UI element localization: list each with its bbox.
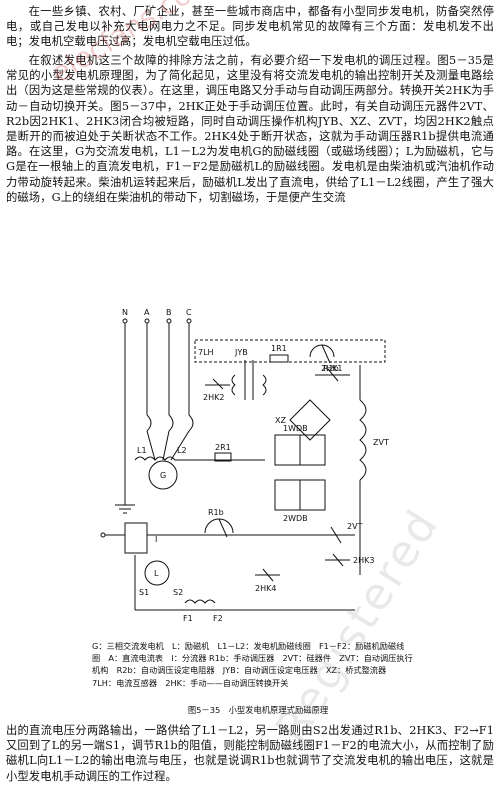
- figure-caption: 图5－35 小型发电机原理式励磁原理: [187, 705, 329, 715]
- paragraph-manual-regulation: 出的直流电压分两路输出，一路供给了L1－L2，另一路则由S2出发通过R1b、2H…: [6, 724, 494, 783]
- legend-row: 7LH：电流互感器 2HK：手动——自动调压转换开关: [92, 677, 289, 688]
- label-l1: L1: [137, 446, 147, 455]
- label-2vt: 2VT: [347, 522, 363, 531]
- label-jyb: JYB: [234, 348, 248, 357]
- label-1r1: 1R1: [271, 344, 287, 353]
- label-phase-b: B: [166, 308, 172, 317]
- label-2hk1: 2HK1: [321, 364, 342, 373]
- legend-row: 圈 A：直流电流表 I：分流器 R1b：手动调压器 2VT：硅器件 ZVT：自动…: [92, 653, 413, 664]
- label-2wdb: 2WDB: [283, 514, 308, 523]
- label-phase-n: N: [122, 308, 128, 317]
- label-zvt: ZVT: [373, 438, 389, 447]
- label-phase-a: A: [144, 308, 150, 317]
- label-r1b: R1b: [208, 508, 224, 517]
- label-phase-c: C: [186, 308, 192, 317]
- label-1wdb: 1WDB: [283, 424, 308, 433]
- label-gen: G: [160, 471, 166, 480]
- label-2r1: 2R1: [215, 443, 231, 452]
- label-f2: F2: [213, 614, 223, 623]
- figure-legend: G：三相交流发电机 L：励磁机 L1－L2：发电机励磁线圈 F1－F2：励磁机励…: [92, 640, 413, 689]
- label-f1: F1: [183, 614, 193, 623]
- paragraph-regulation: 在叙述发电机这三个故障的排除方法之前，有必要介绍一下发电机的调压过程。图5－35…: [6, 54, 494, 204]
- label-s1: S1: [139, 588, 149, 597]
- label-ammeter: I: [155, 535, 157, 544]
- label-s2: S2: [173, 588, 183, 597]
- label-2hk3: 2HK3: [353, 556, 374, 565]
- label-2hk4: 2HK4: [255, 584, 276, 593]
- label-7lh: 7LH: [198, 348, 214, 357]
- label-exciter: L: [154, 569, 159, 578]
- legend-row: 机构 R2b：自动调压设定电阻器 JYB：自动调压设定电压器 XZ：桥式整流器: [92, 665, 387, 676]
- legend-row: G：三相交流发电机 L：励磁机 L1－L2：发电机励磁线圈 F1－F2：励磁机励…: [92, 641, 405, 651]
- label-l2: L2: [177, 446, 187, 455]
- label-r2b: R2b: [323, 364, 339, 373]
- label-2hk2: 2HK2: [203, 393, 224, 402]
- label-xz: XZ: [275, 416, 286, 425]
- generator-circuit-diagram: N A B C 7LH 2HK1 JYB 1R1 R2b XZ 2HK2 G L…: [100, 308, 389, 623]
- paragraph-intro: 在一些乡镇、农村、厂矿企业，甚至一些城市商店中，都备有小型同步发电机，防备突然停…: [6, 5, 494, 49]
